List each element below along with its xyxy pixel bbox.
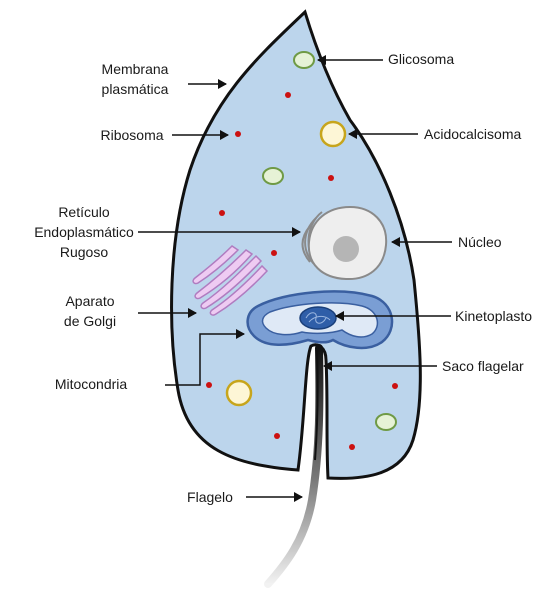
label-mitocondria: Mitocondria: [55, 376, 128, 392]
ribosome: [206, 382, 212, 388]
label-glicosoma: Glicosoma: [388, 51, 454, 67]
ribosome: [219, 210, 225, 216]
kinetoplast: [300, 307, 336, 329]
ribosome: [274, 433, 280, 439]
glycosome: [263, 168, 283, 184]
label-membrana-1: Membrana: [102, 61, 169, 77]
label-ribosoma: Ribosoma: [100, 127, 163, 143]
ribosome: [271, 250, 277, 256]
label-membrana-2: plasmática: [102, 81, 169, 97]
label-reticulo-3: Rugoso: [60, 244, 108, 260]
nucleolus: [333, 236, 359, 262]
label-nucleo: Núcleo: [458, 234, 502, 250]
label-reticulo-1: Retículo: [58, 204, 110, 220]
label-golgi-1: Aparato: [65, 293, 114, 309]
ribosome: [392, 383, 398, 389]
acidocalcisome: [227, 381, 251, 405]
glycosome: [294, 52, 314, 68]
glycosome: [376, 414, 396, 430]
ribosome: [328, 175, 334, 181]
acidocalcisome: [321, 122, 345, 146]
label-acidocalcisoma: Acidocalcisoma: [424, 126, 521, 142]
label-kinetoplasto: Kinetoplasto: [455, 308, 532, 324]
label-saco-flagelar: Saco flagelar: [442, 358, 524, 374]
label-golgi-2: de Golgi: [64, 313, 116, 329]
ribosome: [285, 92, 291, 98]
label-flagelo: Flagelo: [187, 489, 233, 505]
ribosome: [235, 131, 241, 137]
ribosome: [349, 444, 355, 450]
label-reticulo-2: Endoplasmático: [34, 224, 134, 240]
